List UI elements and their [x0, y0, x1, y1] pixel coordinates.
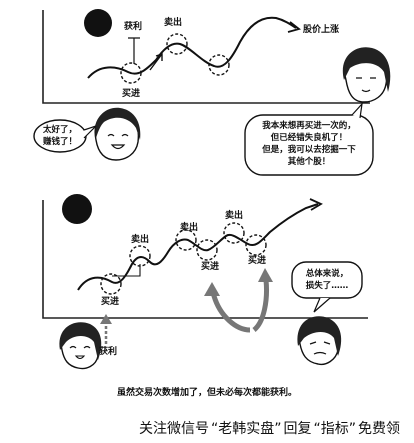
footer-suffix: 免费领	[358, 420, 400, 437]
panel2-label-sell-3: 卖出	[225, 211, 244, 221]
panel1-circle-sell	[166, 33, 188, 55]
footer-keyword: “指标”	[313, 420, 356, 437]
panel2-label-buy-2: 买进	[201, 262, 220, 272]
panel2-circle-sell2	[175, 229, 197, 251]
panel2-profit-bracket	[112, 264, 141, 277]
panel1-circle-buy	[120, 62, 142, 84]
panel1-circle-low	[208, 54, 230, 76]
panel2-face-right	[297, 316, 342, 366]
panel2-circle-buy2	[196, 239, 218, 261]
panel2-right-bubble: 总体来说， 损失了……	[294, 268, 360, 292]
footer-account: “老韩实盘”	[210, 420, 282, 437]
panel1-label-stock-up: 股价上涨	[303, 25, 340, 35]
panel2-big-arrow-left	[209, 289, 251, 333]
panel2-face-left	[59, 322, 102, 370]
panel1-right-bubble-line-1: 我本来想再买进一次的，	[262, 121, 356, 131]
panel2-big-arrow-right	[252, 273, 269, 332]
panel1-right-bubble-line-4: 其他个股！	[287, 157, 331, 167]
footer-watermark: 关注微信号 “老韩实盘” 回复 “指标” 免费领	[0, 412, 414, 443]
panel2-label-profit: 获利	[99, 347, 118, 357]
panel1-up-arrow	[149, 53, 163, 71]
panel1-right-bubble-line-2: 但已经错失良机了！	[270, 133, 348, 143]
caption: 虽然交易次数增加了，但未必每次都能获利。	[116, 388, 297, 398]
panel1-profit-bracket	[128, 37, 140, 64]
panel2-circle-buy3	[245, 234, 267, 256]
footer-prefix: 关注微信号	[138, 420, 209, 437]
panel1-label-buy: 买进	[122, 89, 141, 99]
panel1-arrowhead	[287, 21, 301, 33]
panel2-black-dot	[62, 194, 92, 224]
panel2-circle-buy1	[100, 273, 122, 295]
panel2-label-sell-1: 卖出	[131, 235, 150, 245]
panel2-right-bubble-line-2: 损失了……	[305, 281, 349, 291]
panel1-price-curve	[87, 16, 297, 79]
panel1-face-right	[342, 47, 391, 103]
panel1-left-bubble-line-1: 太好了，	[42, 125, 77, 135]
panel2-arrowhead	[309, 198, 323, 211]
panel2-label-buy-1: 买进	[101, 297, 120, 307]
panel2-circle-sell3	[223, 222, 245, 244]
panel1-left-bubble-line-2: 赚钱了！	[42, 137, 77, 147]
panel2-label-buy-3: 买进	[248, 256, 267, 266]
panel1-face-left	[94, 107, 141, 161]
panel1-right-bubble-shape	[244, 114, 374, 176]
panel1-right-bubble: 我本来想再买进一次的， 但已经错失良机了！ 但是，我可以去挖掘一下 其他个股！	[247, 120, 371, 168]
panel1-label-profit: 获利	[124, 22, 143, 32]
panel1-axes	[42, 10, 370, 104]
panel2-price-curve	[77, 203, 319, 291]
panel2-right-bubble-line-1: 总体来说，	[305, 269, 349, 279]
panel1-label-sell: 卖出	[164, 18, 183, 28]
panel2-label-sell-2: 卖出	[180, 223, 199, 233]
panel1-right-bubble-line-3: 但是，我可以去挖掘一下	[262, 145, 356, 155]
footer-reply: 回复	[283, 420, 312, 437]
panel1-black-dot	[84, 9, 112, 37]
panel1-left-bubble: 太好了， 赚钱了！	[36, 124, 84, 148]
